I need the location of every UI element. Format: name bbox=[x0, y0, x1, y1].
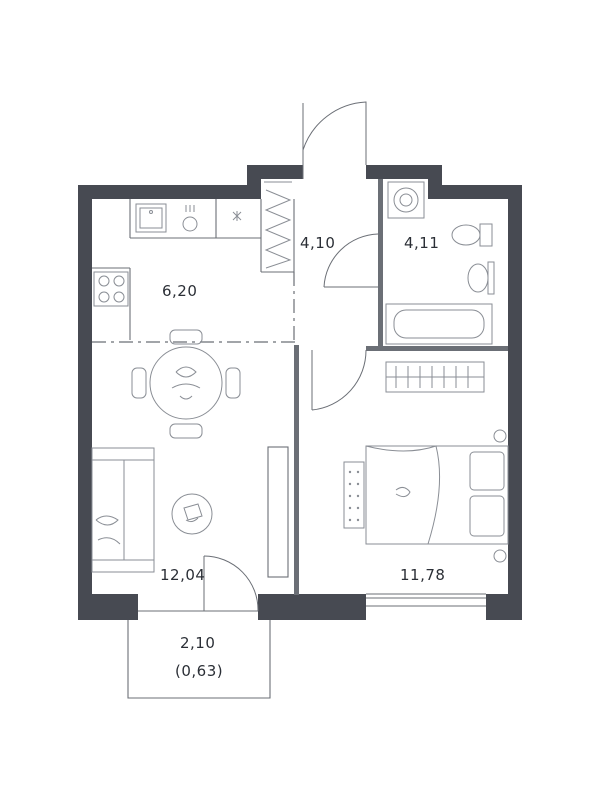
hall-wardrobe bbox=[264, 181, 292, 269]
sofa-icon bbox=[91, 447, 155, 573]
wardrobe-icon bbox=[385, 361, 485, 393]
toilet-icon bbox=[451, 223, 493, 247]
dining-table-icon bbox=[131, 329, 241, 439]
fridge-icon bbox=[232, 211, 242, 221]
living-area: 12,04 bbox=[160, 566, 205, 584]
bedroom-area: 11,78 bbox=[400, 566, 445, 584]
doors bbox=[203, 101, 380, 612]
kitchen-area: 6,20 bbox=[162, 282, 197, 300]
washbasin-icon bbox=[467, 261, 495, 295]
kettle-icon bbox=[182, 205, 198, 232]
balcony-area: 2,10 bbox=[180, 634, 215, 652]
rug-icon bbox=[343, 461, 365, 529]
washing-machine-icon bbox=[387, 181, 425, 219]
area-labels: 6,20 4,10 4,11 12,04 11,78 2,10 (0,63) bbox=[160, 234, 445, 680]
hall-area: 4,10 bbox=[300, 234, 335, 252]
stove-icon bbox=[93, 271, 129, 307]
walls bbox=[78, 165, 522, 620]
sink-icon bbox=[135, 203, 167, 233]
coffee-table-icon bbox=[171, 493, 213, 535]
bathroom-area: 4,11 bbox=[404, 234, 439, 252]
interior-walls bbox=[92, 179, 508, 699]
bathtub-icon bbox=[385, 303, 493, 345]
bed-icon bbox=[365, 429, 509, 563]
balcony-sub-area: (0,63) bbox=[175, 662, 223, 680]
